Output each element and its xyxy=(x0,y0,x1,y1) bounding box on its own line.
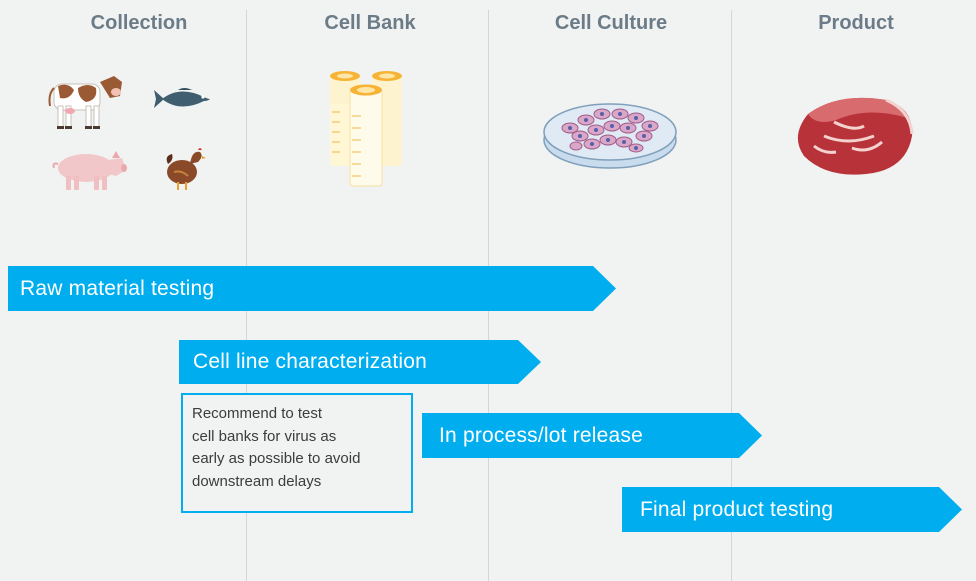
cell-bank-tubes-icon xyxy=(330,71,402,187)
column-title-collection: Collection xyxy=(90,12,188,34)
note-line: cell banks for virus as xyxy=(192,427,337,445)
note-line: Recommend to test xyxy=(192,405,323,422)
arrow-raw-material-testing: Raw material testing xyxy=(8,266,616,311)
column-title-cell-bank: Cell Bank xyxy=(324,12,416,34)
arrow-label: In process/lot release xyxy=(439,423,644,447)
arrow-label: Final product testing xyxy=(640,497,834,521)
column-title-product: Product xyxy=(818,12,894,34)
arrow-final-product-testing: Final product testing xyxy=(622,487,962,532)
column-title-cell-culture: Cell Culture xyxy=(554,12,668,34)
petri-dish-icon xyxy=(543,103,677,169)
note-line: early as possible to avoid xyxy=(192,450,361,467)
arrow-label: Cell line characterization xyxy=(193,350,427,373)
fish-icon xyxy=(154,88,210,108)
meat-icon xyxy=(797,97,914,175)
recommendation-note: Recommend to test cell banks for virus a… xyxy=(181,393,413,513)
chicken-icon xyxy=(166,148,206,190)
arrow-in-process-lot-release: In process/lot release xyxy=(422,413,762,458)
pig-icon xyxy=(52,151,127,190)
arrow-cell-line-characterization: Cell line characterization xyxy=(179,340,541,384)
arrow-label: Raw material testing xyxy=(20,276,215,300)
cow-icon xyxy=(48,76,122,129)
note-line: downstream delays xyxy=(192,472,322,490)
column-divider xyxy=(731,10,732,581)
